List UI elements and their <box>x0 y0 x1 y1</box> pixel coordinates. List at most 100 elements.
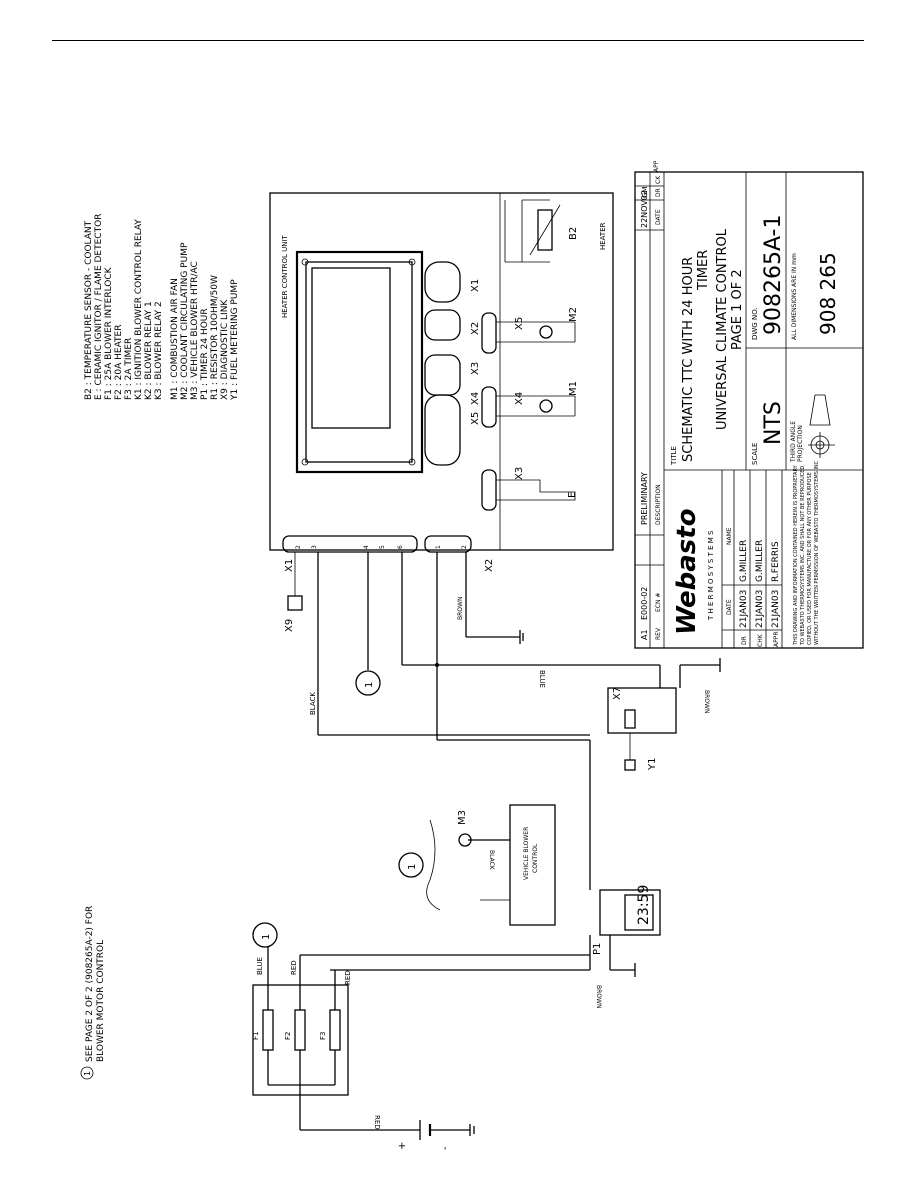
connector-x7 <box>607 687 677 734</box>
label-x5: X5 <box>514 317 525 330</box>
timer-display: 23:59 <box>636 885 652 925</box>
label-x7: X7 <box>612 687 623 700</box>
rev-header: REV <box>655 627 662 640</box>
legend-line: K1 : IGNITION BLOWER CONTROL RELAY <box>134 219 144 400</box>
label-e: E <box>567 492 578 498</box>
footnote-number: 1 <box>83 1071 92 1076</box>
fuse-f3 <box>329 1009 341 1051</box>
person-role: APPR <box>773 631 780 647</box>
date-header: DATE <box>655 209 662 225</box>
ecn-value: E000-02 <box>640 587 649 620</box>
ecn-header: ECN # <box>655 593 662 612</box>
title-line1: SCHEMATIC TTC WITH 24 HOUR <box>681 257 696 462</box>
rev-value: A1 <box>640 629 649 640</box>
reference-circle-1-fuse <box>252 922 278 948</box>
proprietary-line: COPIED, OR USED FOR MANUFACTURE OR FOR A… <box>807 472 813 645</box>
projection-line2: PROJECTION <box>797 425 804 462</box>
svg-text:1: 1 <box>435 545 442 549</box>
motor-m1 <box>539 399 553 413</box>
label-p1: P1 <box>592 943 603 955</box>
title-line3: UNIVERSAL CLIMATE CONTROL <box>715 228 730 430</box>
label-b2: B2 <box>568 227 579 240</box>
reference-circle-1-m3 <box>398 852 424 878</box>
control-board <box>295 250 424 474</box>
description-header: DESCRIPTION <box>655 484 662 525</box>
battery-minus: - <box>440 1146 451 1150</box>
fuse-f1 <box>262 1009 274 1051</box>
timer-p1 <box>599 889 661 936</box>
footnote-circle-marker <box>80 1066 94 1080</box>
heater-label: HEATER <box>599 222 607 250</box>
person-role: CHK <box>757 633 764 647</box>
label-x3: X3 <box>514 467 525 480</box>
label-m3: M3 <box>457 810 468 825</box>
legend-line: F3 : 2A TIMER <box>124 338 134 400</box>
description-value: PRELIMINARY <box>640 472 649 525</box>
webasto-logo-sub: T H E R M O S Y S T E M S <box>707 530 715 621</box>
board-connector-x4x5 <box>424 394 461 466</box>
person-date: 21JAN03 <box>771 590 781 628</box>
part-number: 908 265 <box>816 252 840 335</box>
label-x1: X1 <box>284 559 295 572</box>
footnote: 1 SEE PAGE 2 OF 2 (908265A-2) FOR BLOWER… <box>80 906 106 1080</box>
connector-x3 <box>481 469 497 511</box>
svg-text:6: 6 <box>397 545 404 549</box>
webasto-logo: Webasto <box>672 508 702 635</box>
legend-line: P1 : TIMER 24 HOUR <box>200 308 210 400</box>
label-x1-board: X1 <box>470 279 481 292</box>
legend-line: M3 : VEHICLE BLOWER HTR/AC <box>190 261 200 400</box>
wire-label-brown: BROWN <box>457 597 464 620</box>
legend-line: B2 : TEMPERATURE SENSOR - COOLANT <box>84 220 94 400</box>
footnote-line1: SEE PAGE 2 OF 2 (908265A-2) FOR <box>85 906 95 1062</box>
connector-x2 <box>424 535 472 553</box>
legend-line: R1 : RESISTOR 10OHM/50W <box>210 275 220 400</box>
date-col-header: DATE <box>726 599 733 615</box>
person-date: 21JAN03 <box>755 590 765 628</box>
fuse-f3-label: F3 <box>319 1032 327 1040</box>
person-name: G.MILLER <box>755 540 765 582</box>
main-connectors: X1 2 3 4 5 6 X2 1 2 X9 <box>282 535 495 632</box>
svg-text:1: 1 <box>261 934 272 940</box>
connector-x4 <box>481 386 497 428</box>
label-x5-board: X5 <box>470 412 481 425</box>
svg-text:2: 2 <box>461 545 468 549</box>
fuse-f2-label: F2 <box>284 1032 292 1040</box>
svg-text:1: 1 <box>407 864 418 870</box>
wire-label-red-fuse: RED <box>290 960 298 975</box>
label-x3-board: X3 <box>470 362 481 375</box>
wiring: BLACK 1 BLUE BROWN X7 <box>252 552 721 1150</box>
heater-control-unit: HEATER CONTROL UNIT HEATER X1 X2 X3 X4 X… <box>269 192 614 551</box>
label-y1: Y1 <box>647 758 658 771</box>
diagnostic-link-x9 <box>287 595 303 611</box>
board-connector-x3 <box>424 354 461 396</box>
app-header: APP <box>653 160 660 172</box>
label-x2: X2 <box>484 559 495 572</box>
projection-line1: THIRD ANGLE <box>790 421 797 463</box>
title-line2: TIMER <box>696 250 711 291</box>
vehicle-blower-label-2: CONTROL <box>532 843 539 873</box>
wire-label-black: BLACK <box>309 692 317 715</box>
label-x4: X4 <box>514 392 525 405</box>
reference-circle-1 <box>355 670 381 696</box>
scale-label: SCALE <box>751 443 759 465</box>
footnote-line2: BLOWER MOTOR CONTROL <box>96 940 106 1062</box>
battery-plus: + <box>397 1142 408 1150</box>
vehicle-blower-label-1: VEHICLE BLOWER <box>523 827 530 880</box>
legend-line: M2 : COOLANT CIRCULATING PUMP <box>180 242 190 400</box>
title-line4: PAGE 1 OF 2 <box>730 269 745 350</box>
label-m1: M1 <box>568 381 579 396</box>
name-col-header: NAME <box>726 527 733 545</box>
title-block: A1 E000-02 PRELIMINARY 22NOV02 GM REV EC… <box>634 160 864 649</box>
motor-m3 <box>458 833 472 847</box>
dr-header: DR <box>655 188 662 197</box>
wire-label-black-m3: BLACK <box>488 850 495 871</box>
component-legend: B2 : TEMPERATURE SENSOR - COOLANT E : CE… <box>84 214 240 401</box>
legend-line: K3 : BLOWER RELAY 2 <box>154 301 164 400</box>
sensor-b2 <box>537 209 553 251</box>
wire-label-red-timer: RED <box>344 970 352 985</box>
legend-line: Y1 : FUEL METERING PUMP <box>230 279 240 401</box>
ignitor-e <box>496 479 576 501</box>
label-x4-board: X4 <box>470 392 481 405</box>
